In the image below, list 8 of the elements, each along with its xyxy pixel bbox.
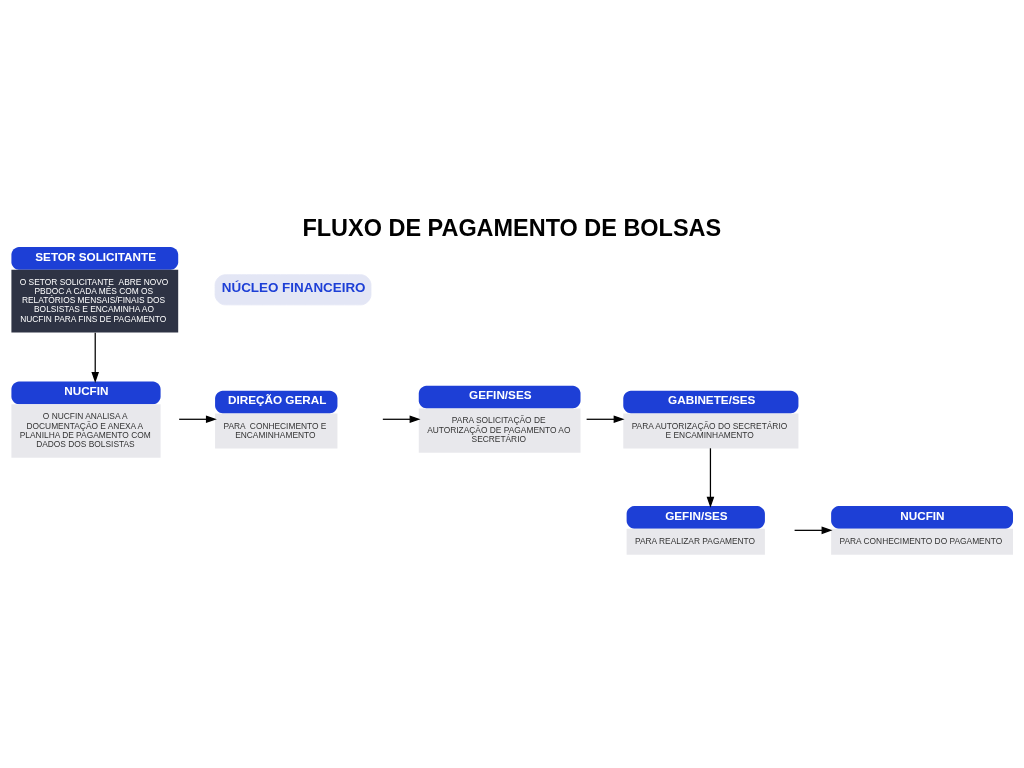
arrow [382,414,421,423]
arrow [91,331,100,383]
label: NÚCLEO FINANCEIRO [221,279,366,295]
diagram-title: FLUXO DE PAGAMENTO DE BOLSAS [302,214,722,241]
arrow [178,414,217,423]
arrow [706,447,715,508]
arrow [586,414,625,423]
arrow [793,526,833,534]
